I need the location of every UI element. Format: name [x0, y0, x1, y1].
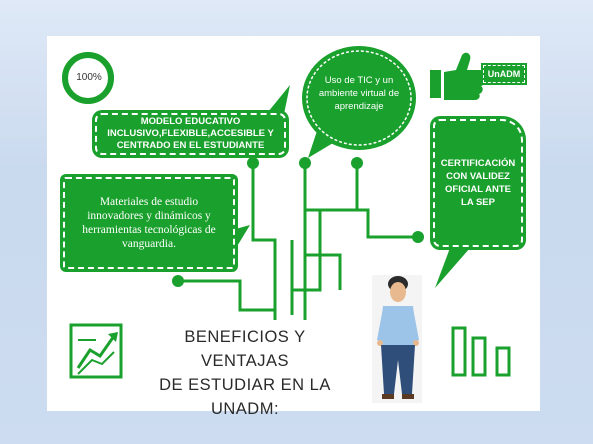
- materiales-box: Materiales de estudio innovadores y diná…: [60, 174, 238, 272]
- certificacion-box: CERTIFICACIÓN CON VALIDEZ OFICIAL ANTE L…: [430, 116, 526, 250]
- tic-text: Uso de TIC y un ambiente virtual de apre…: [318, 75, 400, 112]
- title-line-2: DE ESTUDIAR EN LA: [159, 376, 331, 394]
- page-title: BENEFICIOS Y VENTAJAS DE ESTUDIAR EN LA …: [145, 325, 345, 421]
- title-line-3: UNADM:: [210, 400, 280, 418]
- unadm-tag: UnADM: [481, 63, 527, 85]
- gauge-label: 100%: [76, 72, 102, 83]
- title-line-1: BENEFICIOS Y VENTAJAS: [184, 328, 306, 370]
- materiales-text: Materiales de estudio innovadores y diná…: [82, 196, 216, 250]
- certificacion-text: CERTIFICACIÓN CON VALIDEZ OFICIAL ANTE L…: [440, 158, 516, 208]
- modelo-text: MODELO EDUCATIVO INCLUSIVO,FLEXIBLE,ACCE…: [107, 116, 274, 151]
- modelo-box: MODELO EDUCATIVO INCLUSIVO,FLEXIBLE,ACCE…: [92, 110, 289, 158]
